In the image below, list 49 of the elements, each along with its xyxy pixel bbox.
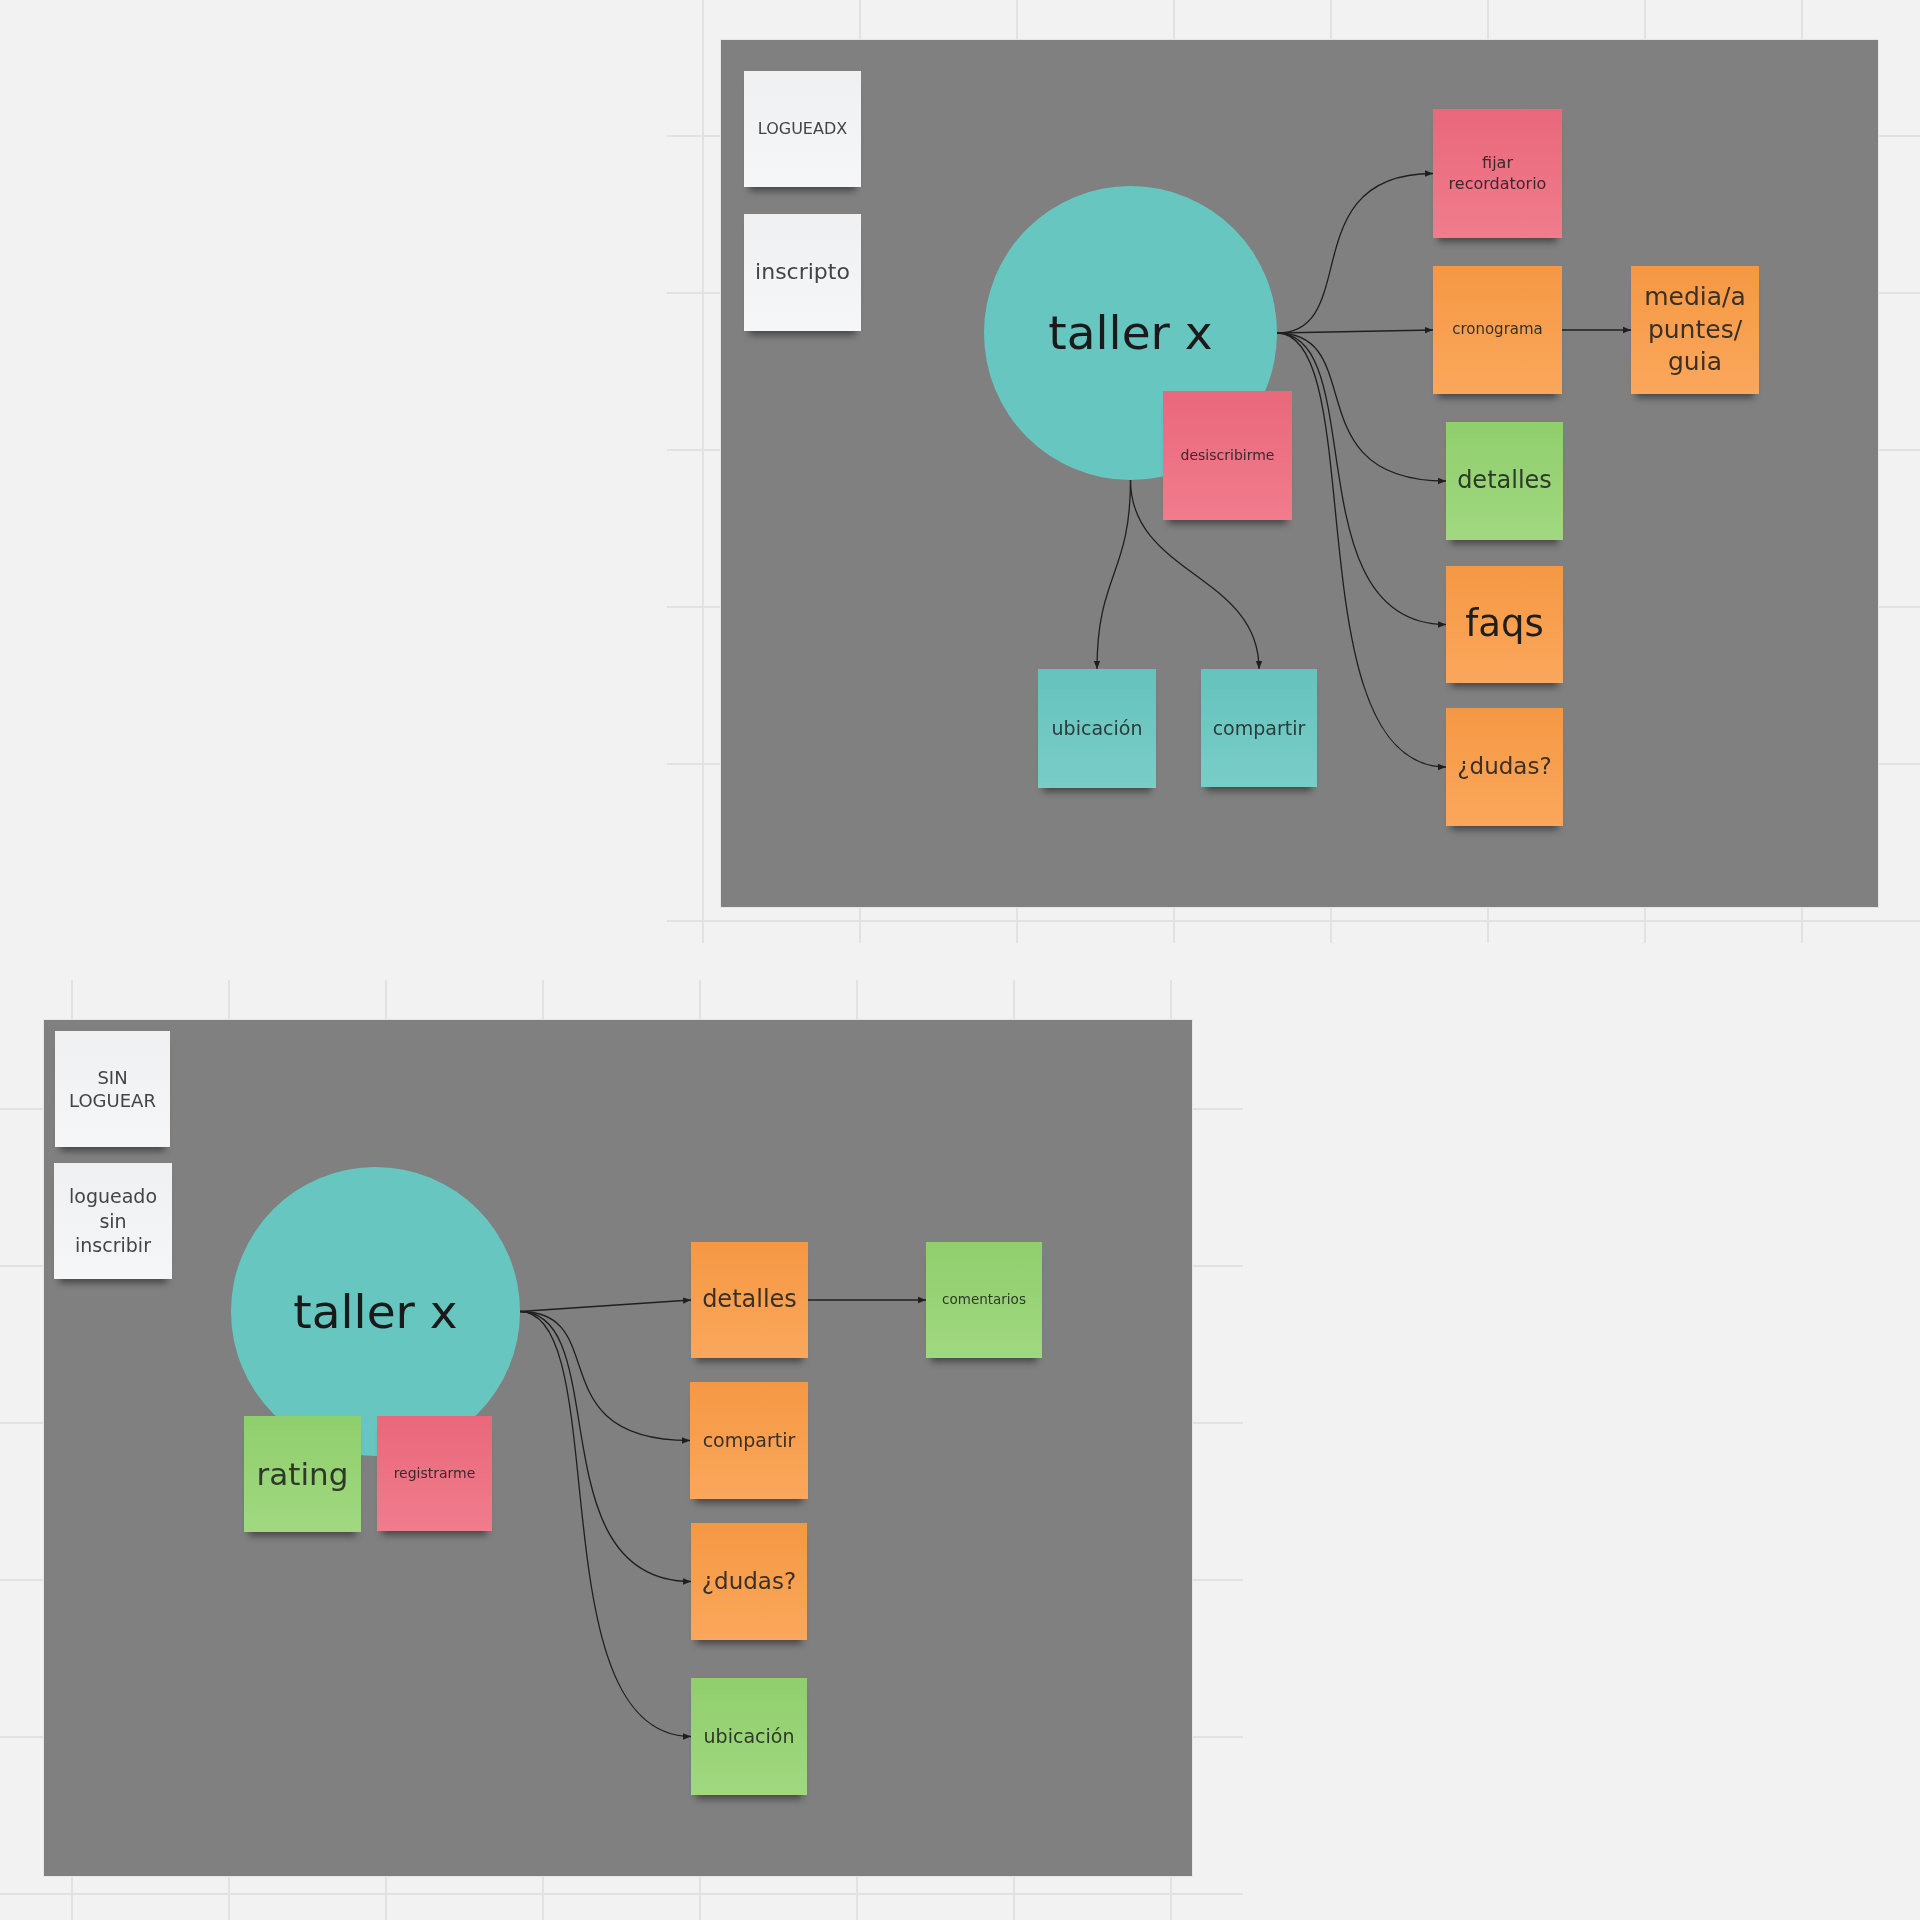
connector-arrow — [519, 1310, 692, 1738]
note-text: comentarios — [942, 1291, 1026, 1309]
sticky-note — [1446, 422, 1563, 540]
sticky-note — [1163, 391, 1292, 520]
note-text: ubicación — [703, 1724, 795, 1749]
frame-panel — [44, 1020, 1192, 1876]
sticky-note — [926, 1242, 1042, 1358]
note-text: detalles — [1457, 465, 1552, 497]
connector-arrow — [1276, 332, 1447, 484]
note-text: taller x — [1048, 304, 1213, 363]
note-text: LOGUEADX — [757, 118, 848, 140]
sticky-note — [1446, 708, 1563, 826]
sticky-note — [690, 1382, 808, 1499]
sticky-note — [55, 1031, 170, 1147]
sticky-note — [1433, 109, 1562, 238]
note-text: ¿dudas? — [701, 1566, 797, 1596]
note-text: cronograma — [1452, 320, 1543, 340]
note-text: taller x — [293, 1282, 458, 1341]
note-text: compartir — [1212, 715, 1306, 741]
sticky-note — [1433, 266, 1562, 394]
frame-panel — [721, 40, 1878, 907]
connector-arrow — [1129, 479, 1262, 670]
sticky-note — [691, 1678, 807, 1795]
sticky-note — [744, 214, 861, 331]
sticky-note — [691, 1523, 807, 1640]
note-text: logueado sin inscribir — [68, 1183, 158, 1259]
connector-arrow — [1561, 326, 1632, 334]
note-text: media/a puntes/ guia — [1643, 281, 1747, 379]
note-text: detalles — [702, 1284, 797, 1316]
sticky-note — [1446, 566, 1563, 683]
note-text: fijar recordatorio — [1447, 152, 1548, 195]
note-text: inscripto — [755, 258, 850, 287]
note-text: rating — [256, 1454, 349, 1494]
sticky-note — [1038, 669, 1156, 788]
sticky-note — [54, 1163, 172, 1279]
sticky-note — [1631, 266, 1759, 394]
note-text: ¿dudas? — [1457, 752, 1552, 782]
note-text: ubicación — [1051, 716, 1143, 741]
note-text: SIN LOGUEAR — [68, 1065, 157, 1113]
sticky-note — [1201, 669, 1317, 787]
sticky-note — [244, 1416, 361, 1532]
sticky-note — [377, 1416, 492, 1531]
sticky-note — [691, 1242, 808, 1358]
connector-arrow — [807, 1296, 927, 1304]
sticky-note — [744, 71, 861, 187]
note-text: desiscribirme — [1180, 446, 1275, 465]
note-text: compartir — [702, 1428, 796, 1453]
note-text: registrarme — [393, 1464, 476, 1483]
note-text: faqs — [1465, 601, 1544, 648]
